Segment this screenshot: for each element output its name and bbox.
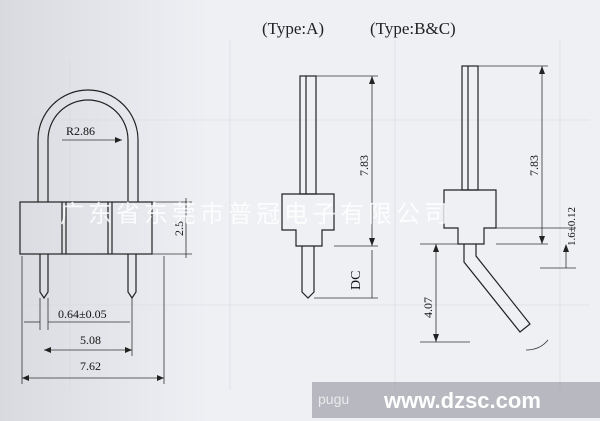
pitch-label: 5.08 — [80, 333, 101, 347]
jumper-front-view: R2.86 2.5 0.64±0.05 5.08 7.62 — [19, 89, 192, 384]
partial-watermark: pugu — [318, 391, 349, 407]
pin-width-label: 0.64±0.05 — [58, 307, 107, 321]
overall-width-label: 7.62 — [80, 359, 101, 373]
watermark-band — [312, 382, 600, 418]
type-bc-view: 7.83 1.6±0.12 4.07 — [420, 65, 578, 351]
height-label: 2.5 — [172, 221, 186, 236]
type-a-header: (Type:A) — [262, 19, 324, 38]
lower-length-label: 4.07 — [421, 297, 435, 318]
offset-label: 1.6±0.12 — [566, 207, 578, 246]
radius-label: R2.86 — [66, 124, 95, 138]
type-a-length-label: 7.83 — [357, 155, 371, 176]
type-bc-length-label: 7.83 — [527, 155, 541, 176]
dc-label: DC — [349, 271, 364, 290]
background-grid — [20, 40, 590, 390]
site-watermark: www.dzsc.com — [383, 388, 541, 413]
type-a-view: 7.83 DC — [281, 75, 378, 299]
type-bc-header: (Type:B&C) — [370, 19, 456, 38]
company-watermark: 广东省东莞市普冠电子有限公司 — [60, 200, 452, 228]
